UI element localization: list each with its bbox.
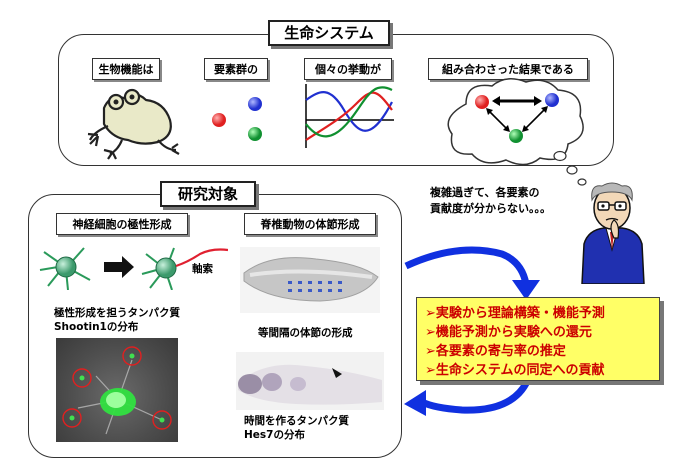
label-biological-function: 生物機能は [92,58,160,80]
approach-item-1: ➢実験から理論構築・機能予測 [425,306,605,321]
hes7-caption-line-2: Hes7の分布 [244,429,305,441]
label-element-group: 要素群の [204,58,268,80]
behavior-plot [305,84,394,148]
label-somite-formation: 脊椎動物の体節形成 [244,213,376,235]
professor-icon [581,182,645,284]
approach-box: ➢実験から理論構築・機能予測 ➢機能予測から実験への還元 ➢各要素の寄与率の推定… [416,297,660,381]
thought-bubbles [553,150,587,186]
approach-item-4: ➢生命システムの同定への貢献 [425,363,605,378]
approach-item-3: ➢各要素の寄与率の推定 [425,344,566,359]
somite-caption: 等間隔の体節の形成 [258,327,353,339]
label-neuron-polarity: 神経細胞の極性形成 [56,213,188,235]
frog-icon [87,88,180,160]
life-system-title: 生命システム [268,20,390,46]
somite-embryo-image [240,247,380,313]
red-element [212,113,226,127]
thought-line-2: 貢献度が分からない。。。 [430,202,551,215]
hes7-embryo-image [236,352,384,410]
flow-arrows [404,246,540,416]
neuron-polarity-diagram [39,247,228,290]
green-element [248,127,262,141]
element-dots [212,97,262,141]
hes7-caption-line-1: 時間を作るタンパク質 [244,415,349,427]
shootin1-micrograph [56,338,178,442]
axon-label: 軸索 [192,263,213,275]
research-target-title: 研究対象 [160,181,256,207]
blue-element [248,97,262,111]
neuron-caption-line-1: 極性形成を担うタンパク質 [54,307,180,319]
approach-item-2: ➢機能予測から実験への還元 [425,325,592,340]
neuron-caption-line-2: Shootin1の分布 [54,321,139,333]
label-individual-behavior: 個々の挙動が [304,58,392,80]
label-combined-result: 組み合わさった結果である [428,58,588,80]
combination-cloud [447,78,584,166]
thought-line-1: 複雑過ぎて、各要素の [430,186,540,199]
